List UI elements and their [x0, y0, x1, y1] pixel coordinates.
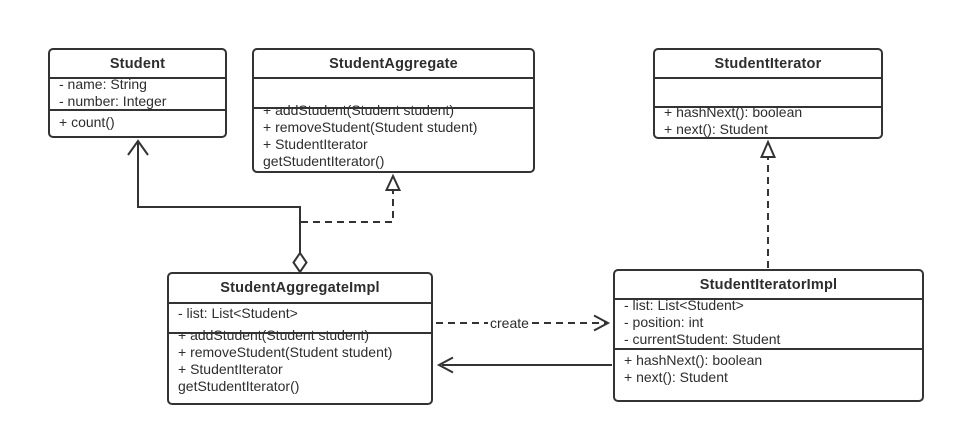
- class-box-student-aggregate: StudentAggregate + addStudent(Student st…: [252, 48, 535, 173]
- title-divider: [168, 302, 432, 304]
- attribute-row: - currentStudent: Student: [624, 331, 781, 347]
- section-divider: [614, 348, 923, 350]
- section-divider: [253, 107, 534, 109]
- hollow-triangle-icon: [384, 173, 402, 191]
- attribute-row: - number: Integer: [59, 92, 167, 109]
- class-box-student-aggregate-impl: StudentAggregateImpl - list: List<Studen…: [167, 272, 433, 405]
- method-row: + next(): Student: [664, 120, 768, 137]
- methods-section: + hashNext(): boolean + next(): Student: [615, 352, 922, 386]
- method-row: + hashNext(): boolean: [624, 352, 763, 368]
- realization-connector-iteratorimpl-to-iterator: [759, 139, 777, 268]
- class-box-student-iterator: StudentIterator + hashNext(): boolean + …: [653, 48, 883, 139]
- title-divider: [253, 77, 534, 79]
- open-arrowhead-icon: [436, 356, 454, 374]
- method-row: + removeStudent(Student student): [263, 119, 478, 135]
- realization-line: [301, 190, 394, 223]
- method-row: + StudentIterator: [178, 361, 283, 377]
- section-divider: [654, 106, 882, 108]
- open-arrowhead-icon: [593, 314, 611, 332]
- method-row: getStudentIterator(): [263, 153, 385, 169]
- open-arrowhead-icon: [127, 139, 149, 156]
- attribute-row: - list: List<Student>: [178, 305, 298, 321]
- attributes-section: - list: List<Student> - position: int - …: [615, 297, 922, 348]
- methods-section: + count(): [50, 114, 225, 131]
- title-divider: [654, 77, 882, 79]
- method-row: + count(): [59, 114, 115, 130]
- realization-connector-aggregateimpl-to-aggregate: [301, 173, 402, 223]
- method-row: + addStudent(Student student): [178, 327, 370, 343]
- dependency-edge-label: create: [488, 314, 531, 332]
- class-title: StudentIteratorImpl: [699, 276, 838, 293]
- class-box-student-iterator-impl: StudentIteratorImpl - list: List<Student…: [613, 269, 924, 402]
- class-title: StudentIterator: [714, 55, 822, 72]
- attributes-section: - list: List<Student>: [169, 305, 431, 322]
- association-connector-iteratorimpl-to-aggregateimpl: [436, 356, 612, 374]
- method-row: + hashNext(): boolean: [664, 104, 803, 120]
- methods-section: + hashNext(): boolean + next(): Student: [655, 104, 881, 137]
- class-title: StudentAggregateImpl: [220, 280, 380, 296]
- attributes-section: - name: String - number: Integer: [50, 76, 225, 109]
- section-divider: [49, 109, 226, 111]
- section-divider: [168, 332, 432, 334]
- class-title: StudentAggregate: [329, 55, 458, 72]
- title-divider: [49, 77, 226, 79]
- attribute-row: - position: int: [624, 314, 704, 330]
- hollow-diamond-icon: [292, 251, 308, 274]
- methods-section: + addStudent(Student student) + removeSt…: [254, 102, 533, 170]
- method-row: + next(): Student: [624, 369, 728, 385]
- hollow-triangle-icon: [759, 139, 777, 158]
- method-row: + removeStudent(Student student): [178, 344, 393, 360]
- title-divider: [614, 298, 923, 300]
- method-row: + addStudent(Student student): [263, 102, 455, 118]
- method-row: + StudentIterator: [263, 136, 368, 152]
- class-title: Student: [109, 55, 166, 72]
- attribute-row: - name: String: [59, 76, 147, 92]
- methods-section: + addStudent(Student student) + removeSt…: [169, 327, 431, 395]
- class-box-student: Student - name: String - number: Integer…: [48, 48, 227, 138]
- attribute-row: - list: List<Student>: [624, 297, 744, 313]
- method-row: getStudentIterator(): [178, 378, 300, 394]
